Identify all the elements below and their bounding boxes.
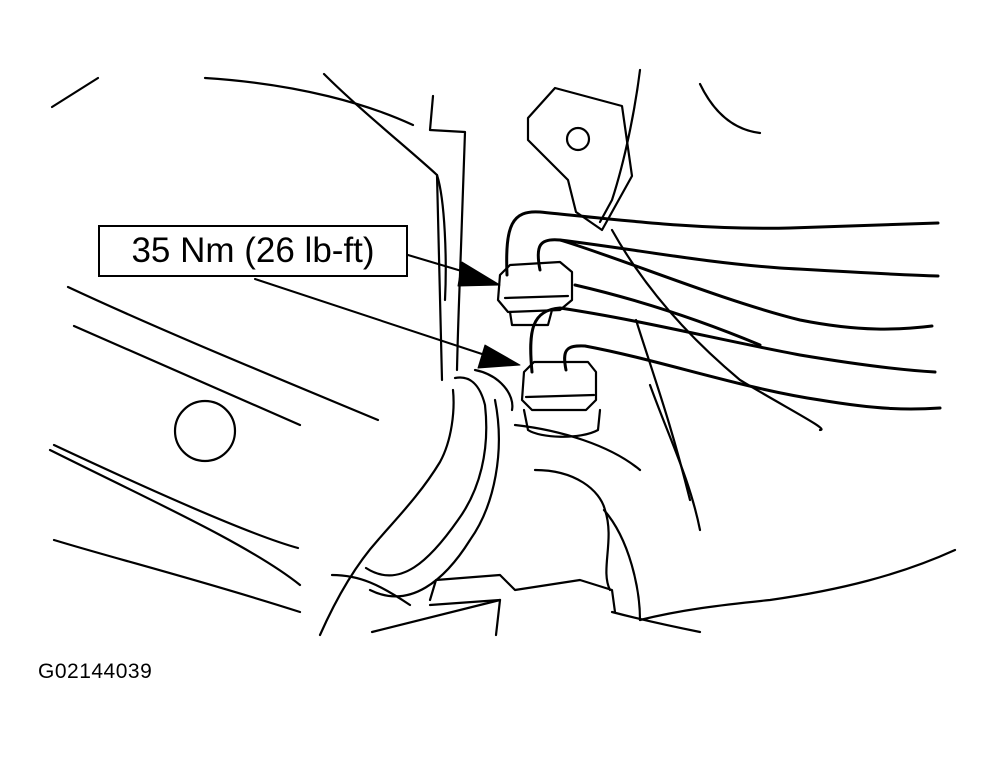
upper-fitting-nut	[496, 260, 574, 327]
mounting-bracket	[526, 68, 642, 232]
cooler-line-lower	[529, 238, 942, 411]
bore-hole	[173, 399, 237, 463]
bottom-assembly	[370, 573, 702, 637]
lower-fitting-nut	[520, 360, 602, 438]
cooler-line-upper	[505, 210, 940, 278]
right-housing	[513, 82, 957, 622]
lower-contour	[318, 368, 514, 637]
arrowhead-upper-fitting	[457, 261, 501, 287]
torque-spec-callout: 35 Nm (26 lb-ft)	[98, 225, 408, 277]
transmission-case-outline	[48, 72, 467, 614]
figure-id: G02144039	[38, 660, 153, 683]
arrowhead-lower-fitting	[477, 344, 521, 369]
callout-arrowheads	[457, 261, 521, 369]
